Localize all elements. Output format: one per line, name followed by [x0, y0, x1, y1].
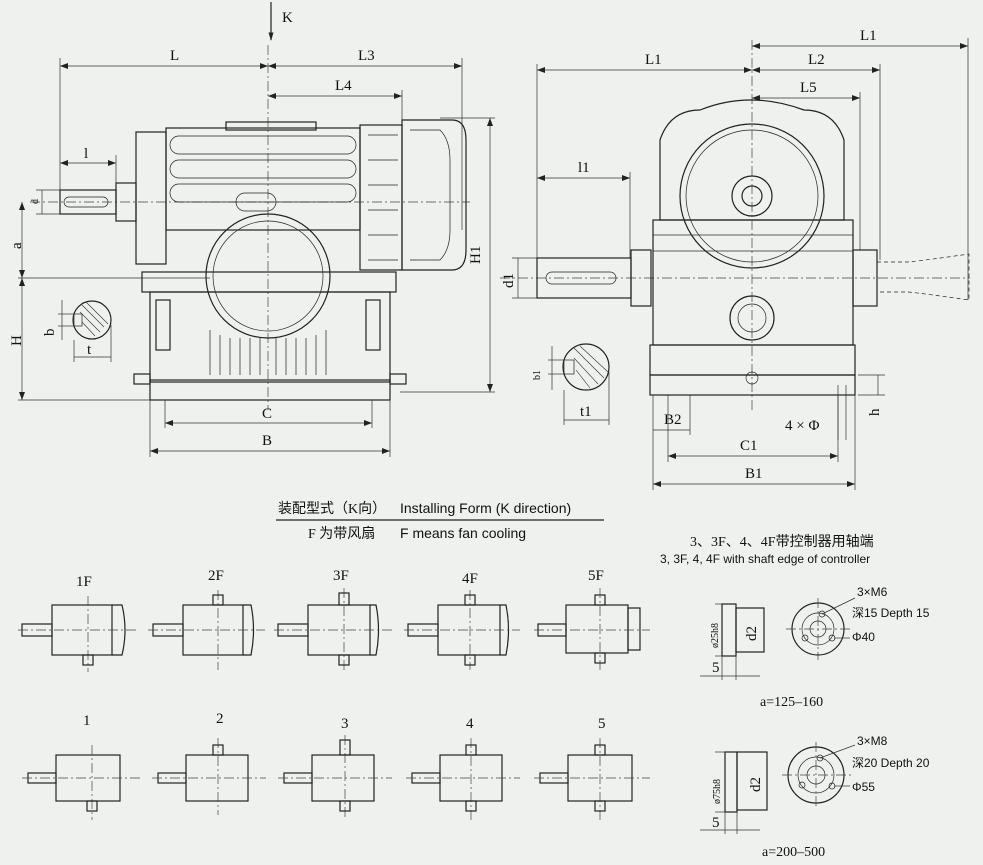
form-label-5F: 5F	[588, 568, 604, 584]
label-t: t	[87, 342, 92, 358]
form-label-4F: 4F	[462, 571, 478, 587]
form-label-1F: 1F	[76, 574, 92, 590]
label-t1: t1	[580, 404, 592, 420]
label-l: l	[84, 146, 88, 162]
label-d: d	[30, 199, 41, 204]
install-zh-title: 装配型式（K向）	[278, 501, 386, 517]
label-L4: L4	[335, 78, 352, 94]
controller-zh-title: 3、3F、4、4F带控制器用轴端	[690, 534, 874, 550]
detail1-five: 5	[712, 660, 720, 676]
label-B: B	[262, 433, 272, 449]
form-1F: 1F	[18, 574, 136, 672]
label-L1-left: L1	[645, 52, 662, 68]
detail1-range: a=125–160	[760, 695, 823, 710]
form-label-1: 1	[83, 713, 91, 729]
side-view: L1 L1 L2 L5 l1 d1	[500, 28, 970, 490]
detail2-d2: d2	[748, 777, 764, 792]
controller-details: 3、3F、4、4F带控制器用轴端 3, 3F, 4, 4F with shaft…	[660, 534, 930, 860]
label-B2: B2	[664, 412, 682, 428]
form-label-2F: 2F	[208, 568, 224, 584]
form-2F: 2F	[148, 568, 265, 670]
form-4F: 4F	[404, 571, 520, 670]
label-C: C	[262, 406, 272, 422]
form-1: 1	[22, 713, 140, 820]
form-5F: 5F	[534, 568, 650, 670]
form-3: 3	[278, 716, 392, 820]
detail1-circle: Φ40	[852, 630, 875, 644]
label-B1: B1	[745, 466, 763, 482]
install-form-caption: 装配型式（K向） Installing Form (K direction) F…	[276, 500, 604, 542]
detail1-dia: ø25h8	[710, 623, 721, 648]
install-en-note: F means fan cooling	[400, 525, 526, 541]
label-phi: 4 × Φ	[785, 418, 819, 434]
label-d1: d1	[501, 273, 517, 288]
fan-forms-row: 1F 2F 3F	[18, 568, 650, 672]
label-L5: L5	[800, 80, 817, 96]
form-label-4: 4	[466, 716, 474, 732]
detail2-circle: Φ55	[852, 780, 875, 794]
detail2-dia: ø75h8	[712, 779, 723, 804]
detail2-thread: 3×M8	[857, 734, 888, 748]
detail2-five: 5	[712, 815, 720, 831]
form-2: 2	[152, 711, 266, 815]
install-en-title: Installing Form (K direction)	[400, 500, 571, 516]
label-C1: C1	[740, 438, 758, 454]
detail1-depth: 深15 Depth 15	[852, 606, 930, 620]
label-L: L	[170, 48, 179, 64]
form-4: 4	[406, 716, 520, 820]
detail2-range: a=200–500	[762, 845, 825, 860]
plain-forms-row: 1 2 3 4	[22, 711, 650, 820]
controller-detail-2: ø75h8 d2 5 3×M8 深20 Depth 20 Φ55 a=200–5…	[700, 734, 930, 860]
form-5: 5	[534, 716, 650, 820]
label-h: h	[867, 408, 883, 416]
label-l1: l1	[578, 160, 590, 176]
label-H1: H1	[468, 246, 484, 264]
controller-en-title: 3, 3F, 4, 4F with shaft edge of controll…	[660, 552, 870, 566]
label-b1: b1	[532, 370, 543, 380]
detail2-depth: 深20 Depth 20	[852, 756, 930, 770]
form-label-3F: 3F	[333, 568, 349, 584]
label-H: H	[9, 335, 25, 346]
detail1-d2: d2	[744, 626, 760, 641]
label-L2: L2	[808, 52, 825, 68]
label-L1-right: L1	[860, 28, 877, 44]
label-L3: L3	[358, 48, 375, 64]
form-label-3: 3	[341, 716, 349, 732]
label-b: b	[42, 329, 58, 337]
front-view: K L L3 L4 l d a	[9, 2, 495, 457]
label-a: a	[9, 242, 25, 249]
label-k: K	[282, 10, 293, 26]
install-zh-note: F 为带风扇	[308, 526, 375, 542]
form-3F: 3F	[274, 568, 392, 670]
detail1-thread: 3×M6	[857, 585, 888, 599]
controller-detail-1: ø25h8 d2 5 3×M6 深15 Depth 15 Φ40 a=125–1…	[700, 585, 930, 710]
form-label-2: 2	[216, 711, 224, 727]
form-label-5: 5	[598, 716, 606, 732]
